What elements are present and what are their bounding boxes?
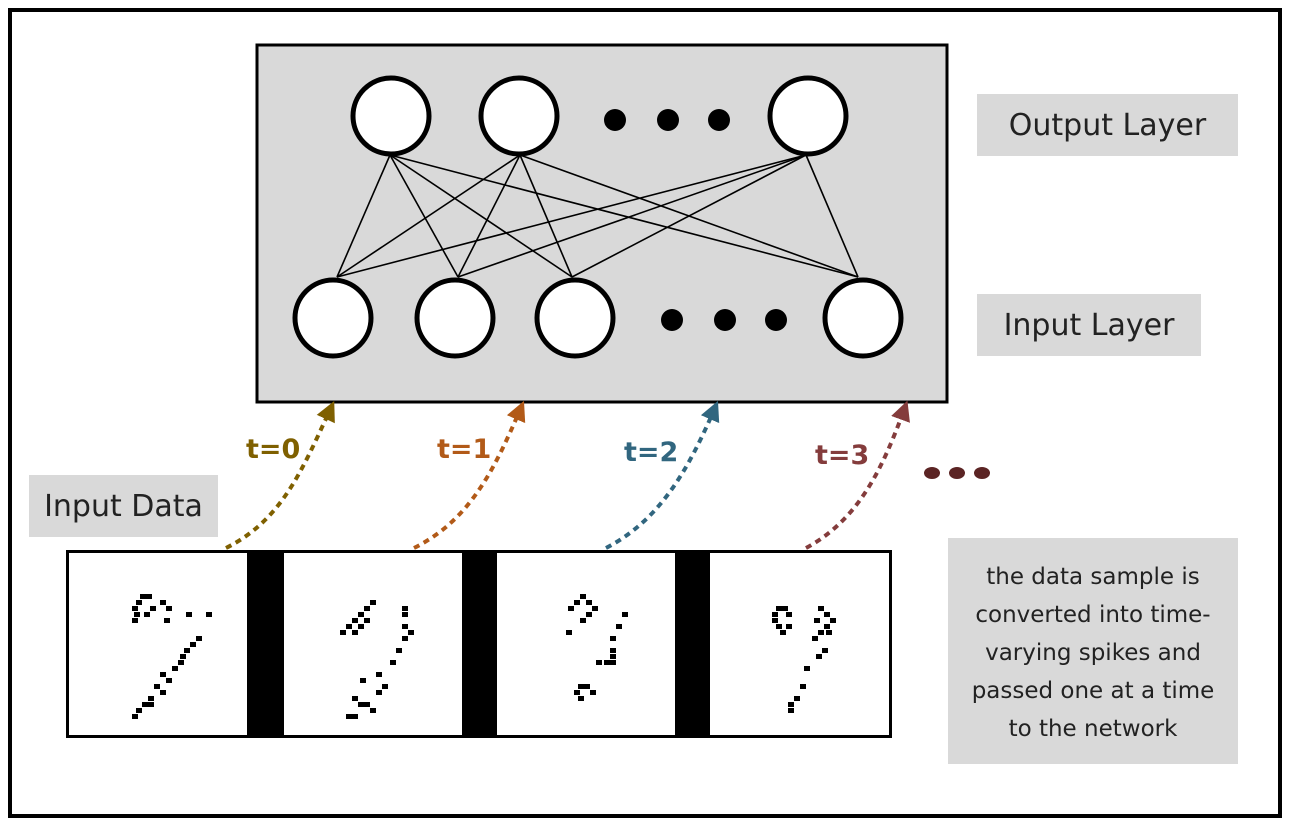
frame-panel-0 bbox=[69, 553, 247, 735]
frame-panel-3 bbox=[710, 553, 889, 735]
input-neuron bbox=[534, 277, 616, 359]
ellipsis-dot bbox=[604, 109, 626, 131]
connection-line bbox=[571, 154, 807, 278]
connection-line bbox=[805, 154, 859, 278]
spike-pattern-frame-0 bbox=[132, 594, 212, 719]
connection-line bbox=[389, 154, 859, 278]
continuation-dots bbox=[924, 467, 990, 479]
connections bbox=[336, 154, 859, 278]
connection-line bbox=[389, 154, 459, 278]
timestep-arrows bbox=[225, 400, 910, 550]
connection-line bbox=[336, 154, 391, 278]
note-line: passed one at a time bbox=[971, 678, 1215, 704]
input-layer-label: Input Layer bbox=[977, 294, 1201, 356]
arrow-t2 bbox=[605, 400, 720, 550]
connection-line bbox=[389, 154, 573, 278]
connection-line bbox=[336, 154, 521, 278]
connection-line bbox=[457, 154, 807, 278]
timestep-label-t0: t=0 bbox=[246, 434, 301, 465]
connection-line bbox=[519, 154, 573, 278]
frame-panel-2 bbox=[497, 553, 675, 735]
input-layer-neurons bbox=[292, 277, 904, 359]
note-line: the data sample is bbox=[986, 564, 1200, 590]
description-note: the data sample is converted into time- … bbox=[948, 538, 1238, 764]
ellipsis-dot bbox=[661, 309, 683, 331]
connection-line bbox=[336, 154, 807, 278]
input-data-frames bbox=[66, 550, 892, 738]
output-neuron bbox=[350, 75, 432, 157]
spike-pattern-frame-2 bbox=[566, 594, 628, 701]
input-neuron bbox=[292, 277, 374, 359]
timestep-label-t1: t=1 bbox=[437, 434, 492, 465]
note-line: to the network bbox=[1008, 716, 1178, 742]
input-neuron bbox=[822, 277, 904, 359]
timestep-label-t2: t=2 bbox=[624, 437, 679, 468]
ellipsis-dot bbox=[765, 309, 787, 331]
frame-panel-1 bbox=[284, 553, 462, 735]
arrow-t1 bbox=[413, 400, 526, 550]
output-layer-label: Output Layer bbox=[977, 94, 1238, 156]
output-neuron bbox=[478, 75, 560, 157]
spike-pattern-frame-3 bbox=[772, 606, 836, 713]
note-line: converted into time- bbox=[975, 602, 1211, 628]
input-ellipsis bbox=[661, 309, 787, 331]
input-neuron bbox=[414, 277, 496, 359]
input-data-label: Input Data bbox=[29, 475, 218, 537]
continuation-dot bbox=[949, 467, 965, 479]
ellipsis-dot bbox=[708, 109, 730, 131]
output-ellipsis bbox=[604, 109, 730, 131]
output-neuron bbox=[767, 75, 849, 157]
ellipsis-dot bbox=[657, 109, 679, 131]
ellipsis-dot bbox=[714, 309, 736, 331]
spike-pattern-frame-1 bbox=[340, 600, 414, 719]
timestep-label-t3: t=3 bbox=[815, 440, 870, 471]
connection-line bbox=[457, 154, 521, 278]
continuation-dot bbox=[924, 467, 940, 479]
note-line: varying spikes and bbox=[985, 640, 1201, 666]
continuation-dot bbox=[974, 467, 990, 479]
output-layer-neurons bbox=[350, 75, 849, 157]
